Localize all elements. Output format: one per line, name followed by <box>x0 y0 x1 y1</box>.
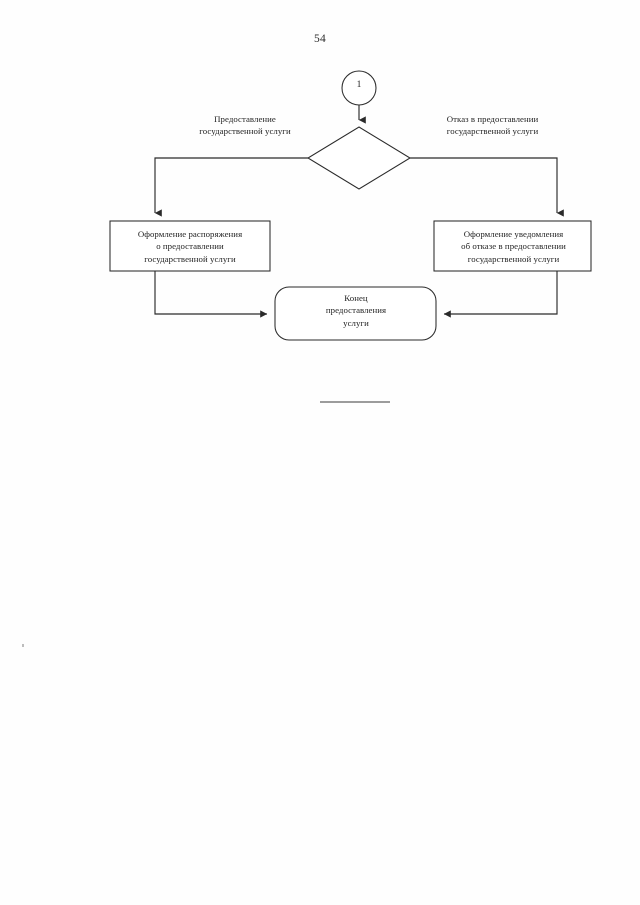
flow-left-branch <box>154 157 308 217</box>
process-box-left-line2: о предоставлении <box>156 241 224 252</box>
terminator-box-text: Конец предоставления услуги <box>277 292 435 329</box>
branch-label-right-line2: государственной услуги <box>446 126 539 137</box>
process-box-left-text: Оформление распоряжения о предоставлении… <box>111 228 269 265</box>
branch-label-left-line2: государственной услуги <box>199 126 291 137</box>
branch-label-left: Предоставление государственной услуги <box>160 113 330 138</box>
branch-label-left-line1: Предоставление <box>214 114 276 124</box>
process-box-right-text: Оформление уведомления об отказе в предо… <box>437 228 590 265</box>
process-box-right-line3: государственной услуги <box>467 253 560 264</box>
process-box-right-line1: Оформление уведомления <box>463 229 564 239</box>
terminator-line3: услуги <box>343 317 369 328</box>
flow-left-to-terminator <box>154 271 268 318</box>
scan-speck <box>22 644 24 647</box>
terminator-line1: Конец <box>344 293 368 303</box>
terminator-line2: предоставления <box>325 305 387 316</box>
page-number: 54 <box>313 33 327 45</box>
process-box-left-line3: государственной услуги <box>144 253 236 264</box>
terminator-box <box>274 286 437 341</box>
branch-label-right: Отказ в предоставлении государственной у… <box>405 113 580 138</box>
flow-right-to-terminator <box>443 271 558 318</box>
process-box-left <box>109 220 271 272</box>
process-box-right-line2: об отказе в предоставлении <box>461 241 566 252</box>
decision-diamond <box>306 126 412 190</box>
branch-label-right-line1: Отказ в предоставлении <box>446 114 539 124</box>
flow-right-branch <box>410 157 564 217</box>
process-box-right <box>433 220 592 272</box>
process-box-left-line1: Оформление распоряжения <box>137 229 243 239</box>
connector-circle-label: 1 <box>356 80 362 90</box>
